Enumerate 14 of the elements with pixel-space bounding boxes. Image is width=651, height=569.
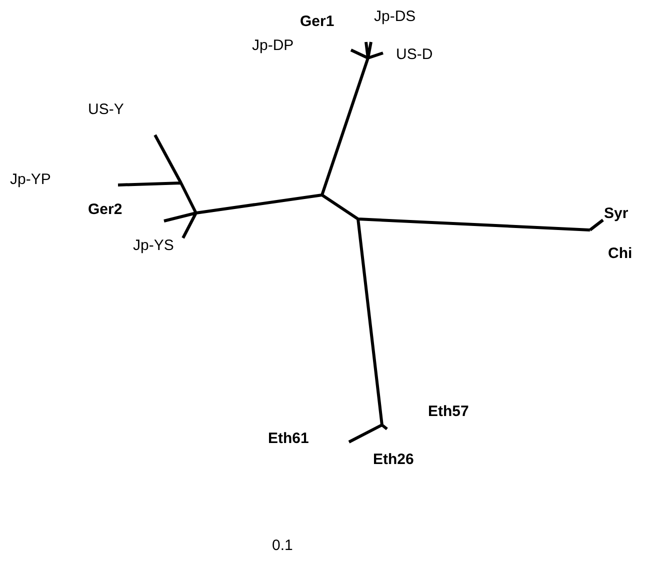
taxon-label: Eth61 xyxy=(268,430,309,448)
taxon-label: Syr xyxy=(604,205,628,223)
taxon-label: Jp-YS xyxy=(133,237,174,255)
scale-label: 0.1 xyxy=(272,537,293,555)
taxon-label: Jp-YP xyxy=(10,171,51,189)
taxon-label: Chi xyxy=(608,245,632,263)
taxon-label: Jp-DP xyxy=(252,37,294,55)
taxon-label: Ger2 xyxy=(88,201,122,219)
taxon-label: Eth26 xyxy=(373,451,414,469)
taxon-label: US-D xyxy=(396,46,433,64)
taxon-label: US-Y xyxy=(88,101,124,119)
taxon-label: Ger1 xyxy=(300,13,334,31)
taxon-label: Jp-DS xyxy=(374,8,416,26)
taxon-label: Eth57 xyxy=(428,403,469,421)
